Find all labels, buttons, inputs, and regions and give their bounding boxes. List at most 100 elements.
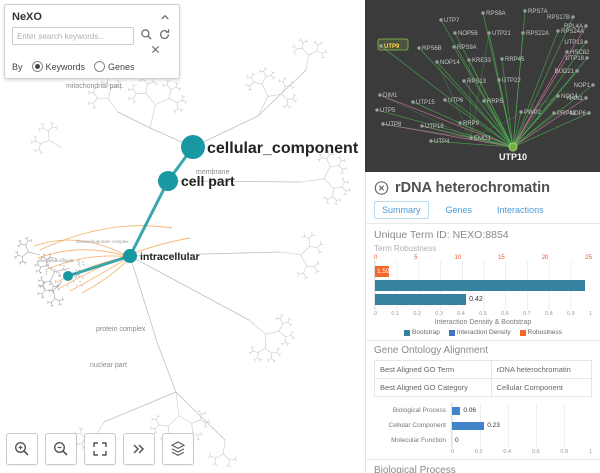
zoom-in-button[interactable] <box>6 433 38 465</box>
svg-text:UTP4: UTP4 <box>434 139 450 145</box>
unique-term-id: Unique Term ID: NEXO:8854 <box>374 229 592 241</box>
legend-interaction-density: Interaction Density <box>448 329 511 336</box>
go-alignment-chart: Biological Process 0.06 Cellular Compone… <box>374 403 592 455</box>
svg-text:RPS7A: RPS7A <box>528 9 548 15</box>
detail-header: rDNA heterochromatin <box>374 180 592 196</box>
svg-text:UTP6: UTP6 <box>448 98 464 104</box>
divider <box>366 340 600 341</box>
svg-text:RPS24A: RPS24A <box>561 29 584 35</box>
chevron-up-icon[interactable] <box>157 10 172 24</box>
legend-robustness: Robustness <box>519 329 562 336</box>
svg-text:RRP5: RRP5 <box>487 99 504 105</box>
legend-swatch <box>519 329 526 336</box>
collapse-button[interactable] <box>123 433 155 465</box>
svg-text:UTP21: UTP21 <box>492 31 511 37</box>
zoom-out-icon <box>53 441 68 456</box>
svg-text:UTP16: UTP16 <box>425 124 444 130</box>
term-node-label: cellular_component <box>207 140 359 157</box>
bar-biological-process: Biological Process 0.06 <box>374 403 592 418</box>
tab-genes[interactable]: Genes <box>445 205 473 215</box>
svg-text:UTP10: UTP10 <box>499 152 527 162</box>
term-node[interactable] <box>158 171 178 191</box>
search-input[interactable] <box>12 27 134 45</box>
svg-text:PWP2: PWP2 <box>524 110 542 116</box>
table-row: Best Aligned GO Category Cellular Compon… <box>374 378 593 397</box>
svg-text:RPS6B: RPS6B <box>422 46 442 52</box>
divider <box>366 459 600 460</box>
term-label-small: ribosomal subunit <box>38 258 74 263</box>
go-alignment-title: Gene Ontology Alignment <box>374 345 488 356</box>
tab-summary[interactable]: Summary <box>374 201 429 219</box>
radio-genes-label: Genes <box>108 61 135 72</box>
term-node[interactable] <box>181 135 205 159</box>
close-circle-icon[interactable] <box>374 181 389 195</box>
bar-molecular-function: Molecular Function 0 <box>374 433 592 448</box>
search-row <box>12 27 172 56</box>
table-row: Best Aligned GO Term rDNA heterochromati… <box>374 360 593 379</box>
radio-keywords[interactable]: Keywords <box>31 61 86 72</box>
term-title: rDNA heterochromatin <box>395 180 550 196</box>
svg-text:NOP56: NOP56 <box>458 31 478 37</box>
legend-swatch <box>404 329 410 336</box>
svg-text:RPL4A: RPL4A <box>564 24 583 30</box>
svg-text:UTP8: UTP8 <box>386 122 402 128</box>
fit-screen-button[interactable] <box>84 433 116 465</box>
bar-cellular-component: Cellular Component 0.23 <box>374 418 592 433</box>
unique-term-id-value: NEXO:8854 <box>452 229 509 241</box>
svg-text:BUD21: BUD21 <box>555 69 575 75</box>
search-icon[interactable] <box>139 27 154 41</box>
term-label: protein complex <box>96 326 146 333</box>
clear-icon[interactable] <box>148 42 163 56</box>
unique-term-id-label: Unique Term ID: <box>374 229 450 241</box>
go-term-key: Best Aligned GO Term <box>374 360 492 379</box>
radio-genes[interactable]: Genes <box>94 61 135 72</box>
go-alignment-table: Best Aligned GO Term rDNA heterochromati… <box>374 360 593 397</box>
term-node[interactable] <box>63 271 73 281</box>
svg-text:RPS17B: RPS17B <box>547 15 570 21</box>
svg-text:PRP43: PRP43 <box>557 111 577 117</box>
svg-text:RPS8A: RPS8A <box>486 11 506 17</box>
collapse-icon <box>133 444 145 454</box>
radio-keywords-label: Keywords <box>45 61 86 72</box>
search-mode-row: By Keywords Genes <box>12 61 172 72</box>
svg-text:KRE33: KRE33 <box>472 58 492 64</box>
tab-interactions[interactable]: Interactions <box>497 205 544 215</box>
layers-button[interactable] <box>162 433 194 465</box>
radio-unselected-icon <box>94 61 106 72</box>
svg-text:UTP9: UTP9 <box>384 44 400 50</box>
app-title: NeXO <box>12 11 42 23</box>
go-category-key: Best Aligned GO Category <box>374 378 492 397</box>
term-node[interactable] <box>123 249 137 263</box>
term-label-small: ribonucleoprotein complex <box>76 239 129 244</box>
robustness-x-label: Interaction Density & Bootstrap <box>434 319 532 326</box>
term-node-label: intracellular <box>140 251 200 263</box>
search-panel-header: NeXO <box>12 10 172 24</box>
robustness-chart-title: Term Robustness <box>374 244 437 253</box>
svg-text:DIM1: DIM1 <box>383 93 398 99</box>
svg-text:NOP1: NOP1 <box>574 83 591 89</box>
svg-text:RPS13: RPS13 <box>467 79 487 85</box>
svg-text:NOC4: NOC4 <box>561 94 578 100</box>
radio-selected-icon <box>31 61 43 72</box>
robustness-plot-area: 1.59 0.42 <box>374 261 592 310</box>
reset-icon[interactable] <box>157 27 172 41</box>
term-node-label: cell part <box>181 173 235 189</box>
term-label: membrane <box>196 169 230 176</box>
go-category-value: Cellular Component <box>490 378 593 397</box>
layers-icon <box>170 441 186 457</box>
tree-branches <box>14 37 351 468</box>
svg-text:RPS9A: RPS9A <box>457 45 477 51</box>
bar-robustness: 1.59 <box>375 266 390 277</box>
svg-text:NAN1: NAN1 <box>567 96 584 102</box>
search-icon-group <box>139 27 172 56</box>
zoom-out-button[interactable] <box>45 433 77 465</box>
